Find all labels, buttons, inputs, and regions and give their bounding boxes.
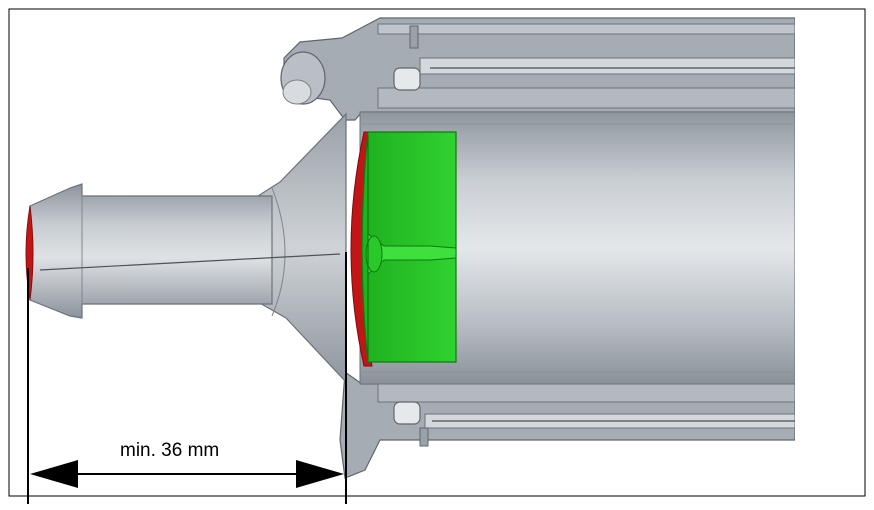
green-insert xyxy=(361,131,457,363)
housing xyxy=(280,17,796,479)
figure-frame xyxy=(8,8,866,497)
dimension-annotation xyxy=(27,252,347,504)
dimension-label: min. 36 mm xyxy=(120,440,220,461)
arrowhead-right xyxy=(296,460,344,488)
arrowhead-left xyxy=(30,460,78,488)
